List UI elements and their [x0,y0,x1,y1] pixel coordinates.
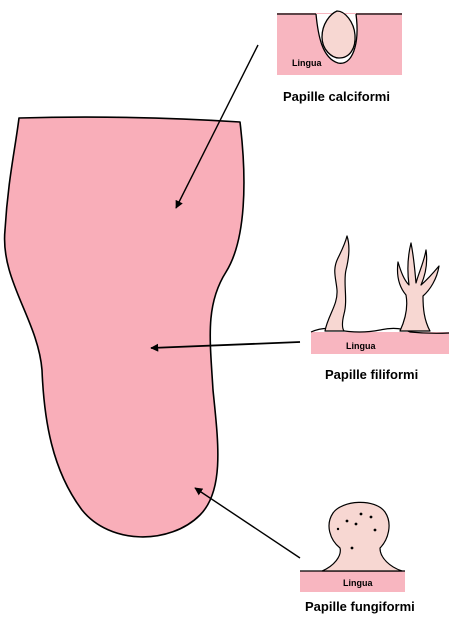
panel-calciformi: Lingua Papille calciformi [277,10,402,104]
calciform-papilla [321,10,356,59]
tongue-shape [3,116,245,538]
tissue-label-filiformi: Lingua [346,341,376,351]
tissue-label-calciformi: Lingua [292,58,322,68]
arrow-filiformi [150,341,301,352]
arrow-calciformi [175,44,259,209]
panel-filiformi: Lingua Papille filiformi [310,235,450,382]
caption-calciformi: Papille calciformi [283,89,390,104]
filiform-papilla-single [324,235,350,332]
tissue-label-fungiformi: Lingua [343,578,373,588]
tongue-tissue-filiformi [311,332,449,354]
arrow-fungiformi [194,487,301,559]
caption-fungiformi: Papille fungiformi [305,599,415,614]
caption-filiformi: Papille filiformi [325,367,418,382]
fungiform-papilla [321,501,403,572]
taste-bud-dots [336,512,377,550]
panel-fungiformi: Lingua Papille fungiformi [300,501,415,614]
tongue-tissue-fungiformi [300,571,405,592]
filiform-papilla-branched [396,242,440,332]
